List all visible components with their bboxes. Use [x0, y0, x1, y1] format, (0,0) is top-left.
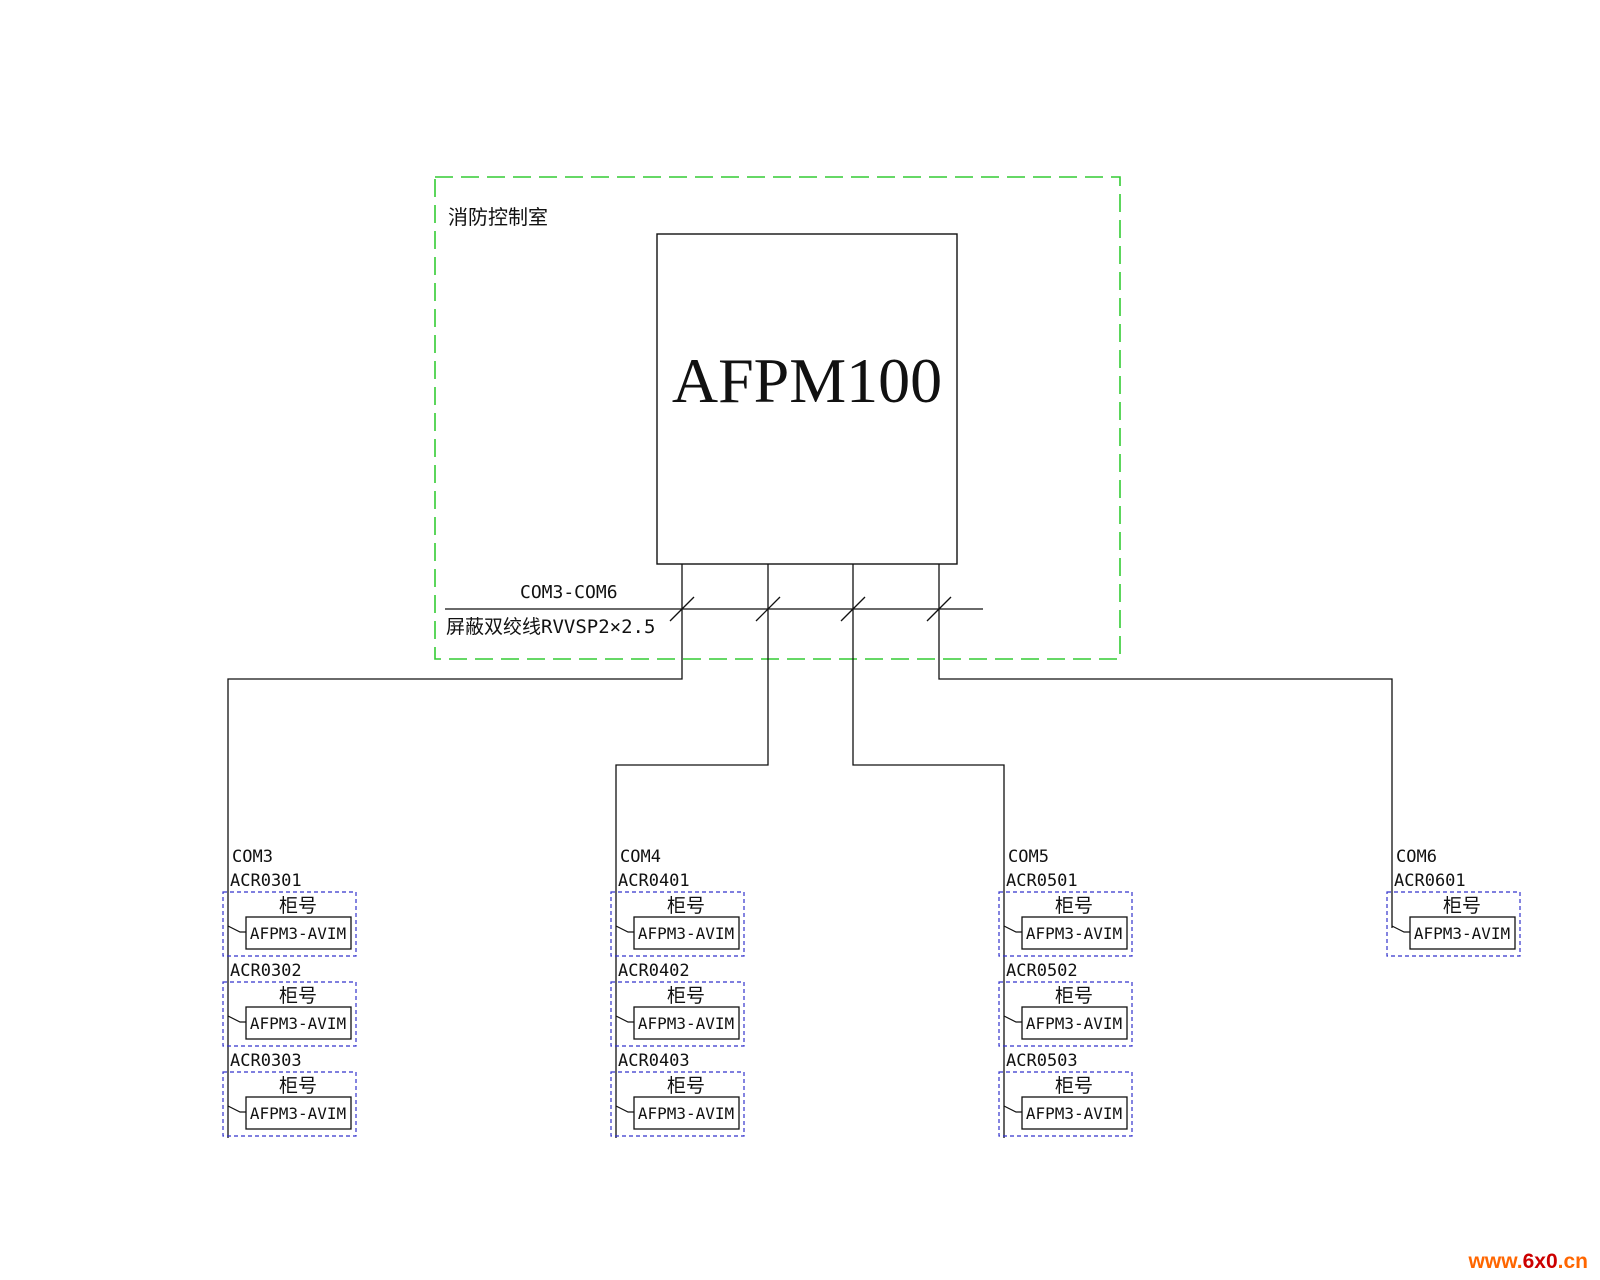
module-box	[1021, 1096, 1128, 1130]
module-box	[633, 1006, 740, 1040]
module-connector	[1003, 1015, 1022, 1023]
cabinet-label: 柜号	[667, 985, 705, 1007]
module-label: AFPM3-AVIM	[1026, 1104, 1122, 1123]
module-label: AFPM3-AVIM	[1414, 924, 1510, 943]
device-id-label: ACR0503	[1006, 1051, 1078, 1071]
device-id-label: ACR0303	[230, 1051, 302, 1071]
cabinet-box	[998, 1071, 1133, 1137]
watermark-suffix: .cn	[1558, 1250, 1588, 1273]
module-label: AFPM3-AVIM	[1026, 1014, 1122, 1033]
cabinet-label: 柜号	[1443, 895, 1481, 917]
module-box	[245, 1096, 352, 1130]
cabinet-label: 柜号	[1055, 895, 1093, 917]
module-label: AFPM3-AVIM	[1026, 924, 1122, 943]
cabinet-label: 柜号	[1055, 1075, 1093, 1097]
cabinet-label: 柜号	[1055, 985, 1093, 1007]
module-label: AFPM3-AVIM	[250, 1104, 346, 1123]
module-box	[1409, 916, 1516, 950]
module-label: AFPM3-AVIM	[250, 1014, 346, 1033]
module-connector	[1391, 925, 1410, 933]
trunk-wires	[227, 564, 1393, 1138]
module-connector	[227, 1015, 246, 1023]
module-label: AFPM3-AVIM	[638, 1014, 734, 1033]
module-connector	[1003, 1105, 1022, 1113]
cabinet-box	[998, 891, 1133, 957]
main-device-box	[656, 233, 958, 565]
cabinet-box	[610, 981, 745, 1047]
module-box	[1021, 1006, 1128, 1040]
module-connector	[615, 1105, 634, 1113]
watermark: www.6x0.cn	[1468, 1250, 1588, 1273]
cabinet-box	[610, 891, 745, 957]
cabinet-box	[610, 1071, 745, 1137]
device-id-label: ACR0401	[618, 871, 690, 891]
module-box	[245, 916, 352, 950]
bus-label: COM3-COM6	[520, 582, 618, 603]
cabinet-label: 柜号	[667, 895, 705, 917]
watermark-prefix: www.	[1468, 1250, 1523, 1273]
control-room-boundary	[434, 176, 1121, 660]
com-label: COM4	[620, 847, 661, 867]
device-id-label: ACR0301	[230, 871, 302, 891]
room-label: 消防控制室	[448, 205, 548, 229]
device-id-label: ACR0501	[1006, 871, 1078, 891]
main-device-label: AFPM100	[672, 345, 942, 416]
module-box	[633, 916, 740, 950]
watermark-accent: 6x0	[1523, 1250, 1558, 1273]
device-id-label: ACR0601	[1394, 871, 1466, 891]
bus-crossing-marks	[669, 596, 952, 622]
module-connector	[227, 925, 246, 933]
device-id-label: ACR0502	[1006, 961, 1078, 981]
cabinet-label: 柜号	[279, 1075, 317, 1097]
module-label: AFPM3-AVIM	[250, 924, 346, 943]
module-connector	[1003, 925, 1022, 933]
module-connector	[227, 1105, 246, 1113]
module-connector	[615, 1015, 634, 1023]
device-id-label: ACR0402	[618, 961, 690, 981]
com-label: COM6	[1396, 847, 1437, 867]
cabinet-box	[222, 891, 357, 957]
module-label: AFPM3-AVIM	[638, 924, 734, 943]
cabinet-label: 柜号	[279, 895, 317, 917]
module-box	[633, 1096, 740, 1130]
module-box	[1021, 916, 1128, 950]
com-label: COM5	[1008, 847, 1049, 867]
cabinet-box	[1386, 891, 1521, 957]
module-label: AFPM3-AVIM	[638, 1104, 734, 1123]
cabinet-box	[222, 981, 357, 1047]
cabinet-label: 柜号	[667, 1075, 705, 1097]
cabinet-label: 柜号	[279, 985, 317, 1007]
device-id-label: ACR0302	[230, 961, 302, 981]
cable-label: 屏蔽双绞线RVVSP2×2.5	[446, 616, 655, 638]
module-box	[245, 1006, 352, 1040]
cabinet-box	[998, 981, 1133, 1047]
com-label: COM3	[232, 847, 273, 867]
cabinet-box	[222, 1071, 357, 1137]
module-connector	[615, 925, 634, 933]
device-id-label: ACR0403	[618, 1051, 690, 1071]
